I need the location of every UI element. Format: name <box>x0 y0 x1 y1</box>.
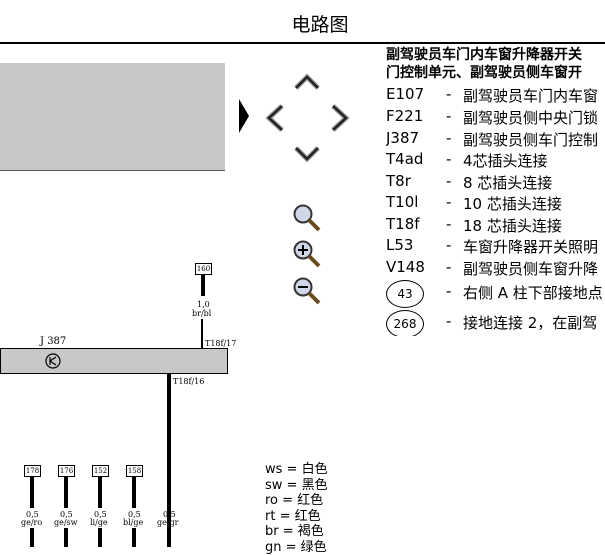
wire-color: bl/ge <box>123 518 143 527</box>
wire-size: 1,0 <box>197 300 210 309</box>
wire <box>30 476 34 508</box>
legend-desc: 右侧 A 柱下部接地点 <box>463 282 603 303</box>
wire-color: ge/gr <box>157 518 179 527</box>
zoom-in-icon[interactable] <box>292 239 322 269</box>
wire-color: ge/ro <box>21 518 42 527</box>
transistor-icon <box>44 352 62 370</box>
play-icon[interactable] <box>239 99 249 133</box>
chevron-up-icon[interactable] <box>293 72 321 92</box>
legend-dash: - <box>446 215 451 233</box>
legend-desc: 8 芯插头连接 <box>463 172 552 193</box>
legend-title-line1: 副驾驶员车门内车窗升降器开关 <box>386 46 605 64</box>
legend-desc: 18 芯插头连接 <box>463 215 562 236</box>
chevron-right-icon[interactable] <box>329 103 351 133</box>
wire <box>132 528 136 547</box>
ground-number: 43 <box>386 280 424 308</box>
pin-label: T18f/16 <box>173 377 204 386</box>
legend-code: F221 <box>386 107 446 125</box>
legend-code: V148 <box>386 258 446 276</box>
wire <box>201 319 203 348</box>
color-entry: br = 褐色 <box>265 524 328 540</box>
legend-code: E107 <box>386 85 446 103</box>
legend-desc: 接地连接 2，在副驾 <box>463 312 597 333</box>
legend-code: L53 <box>386 236 446 254</box>
chevron-left-icon[interactable] <box>264 103 286 133</box>
wire <box>132 476 136 508</box>
wire <box>98 528 102 547</box>
color-entry: ws = 白色 <box>265 462 328 478</box>
legend-dash: - <box>446 107 451 125</box>
legend-dash: - <box>446 85 451 103</box>
legend-desc: 副驾驶员侧车窗升降 <box>463 258 598 279</box>
wire <box>30 528 34 547</box>
pin-label: T18f/17 <box>205 339 236 348</box>
legend-code: T10l <box>386 193 446 211</box>
legend-dash: - <box>446 312 451 330</box>
legend-desc: 副驾驶员侧车门控制 <box>463 129 598 150</box>
component-legend: 副驾驶员车门内车窗升降器开关 门控制单元、副驾驶员侧车窗开 E107 - 副驾驶… <box>386 46 605 336</box>
legend-desc: 副驾驶员侧中央门锁 <box>463 107 598 128</box>
color-entry: sw = 黑色 <box>265 478 328 494</box>
legend-desc: 4芯插头连接 <box>463 150 548 171</box>
color-entry: ro = 红色 <box>265 493 328 509</box>
preview-panel <box>0 63 225 171</box>
ground-number: 268 <box>386 310 424 336</box>
wire-color: br/bl <box>192 309 211 318</box>
wire <box>201 274 205 296</box>
color-entry: rt = 红色 <box>265 509 328 525</box>
legend-dash: - <box>446 236 451 254</box>
legend-desc: 副驾驶员车门内车窗 <box>463 85 598 106</box>
legend-desc: 10 芯插头连接 <box>463 193 562 214</box>
legend-dash: - <box>446 193 451 211</box>
wire <box>64 528 68 547</box>
wire <box>64 476 68 508</box>
wire <box>98 476 102 508</box>
wire-color: li/ge <box>90 518 108 527</box>
wire-color-legend: ws = 白色 sw = 黑色 ro = 红色 rt = 红色 br = 褐色 … <box>265 462 328 555</box>
legend-dash: - <box>446 282 451 300</box>
zoom-icon[interactable] <box>292 203 322 233</box>
legend-dash: - <box>446 258 451 276</box>
legend-dash: - <box>446 172 451 190</box>
legend-dash: - <box>446 129 451 147</box>
legend-code: T18f <box>386 215 446 233</box>
legend-title-line2: 门控制单元、副驾驶员侧车窗开 <box>386 64 605 82</box>
title-bar: 电路图 <box>0 0 605 44</box>
control-unit-j387 <box>0 348 228 374</box>
legend-code: T4ad <box>386 150 446 168</box>
chevron-down-icon[interactable] <box>293 144 321 164</box>
legend-code: J387 <box>386 129 446 147</box>
legend-dash: - <box>446 150 451 168</box>
divider <box>0 170 225 171</box>
color-entry: gn = 绿色 <box>265 540 328 555</box>
zoom-out-icon[interactable] <box>292 276 322 306</box>
page-title: 电路图 <box>0 10 605 37</box>
j387-label: J 387 <box>40 336 66 347</box>
wire-color: ge/sw <box>54 518 78 527</box>
legend-desc: 车窗升降器开关照明 <box>463 236 598 257</box>
legend-code: T8r <box>386 172 446 190</box>
